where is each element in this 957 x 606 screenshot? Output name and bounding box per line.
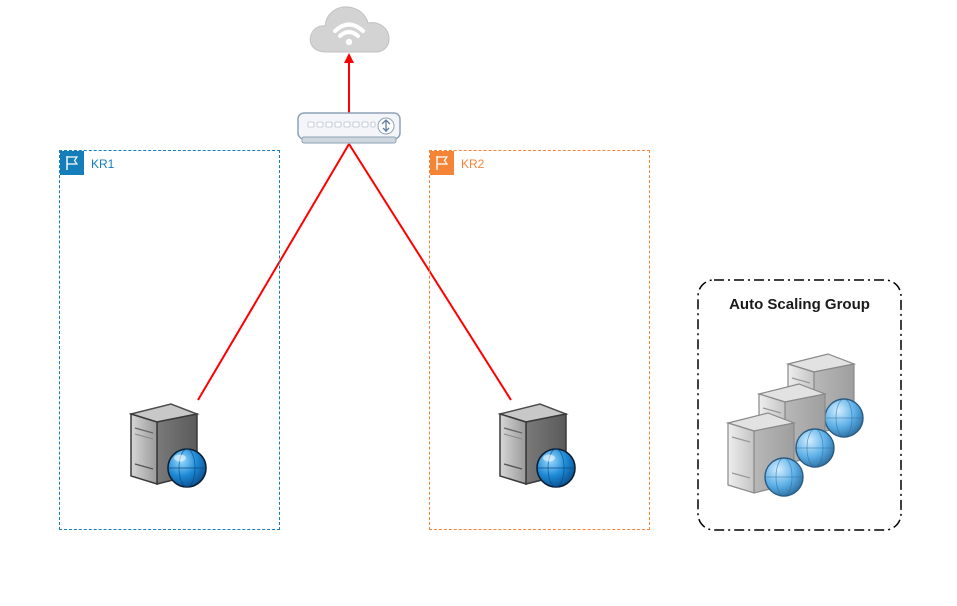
flag-icon [430,151,454,175]
connection-arrowhead [344,53,354,63]
cloud-wifi-icon [309,6,390,53]
flag-icon [60,151,84,175]
zone-label-kr2: KR2 [461,157,485,171]
auto-scaling-group: Auto Scaling Group [698,280,901,530]
auto-scaling-group-title: Auto Scaling Group [729,296,870,313]
connection-router-to-server-kr2 [348,143,512,401]
zone-label-kr1: KR1 [91,157,115,171]
zone-kr2: KR2 [429,150,650,530]
auto-scaling-group-border [697,279,902,531]
router-icon [297,112,401,144]
connection-router-to-server-kr1 [197,143,350,401]
zone-kr1: KR1 [59,150,280,530]
